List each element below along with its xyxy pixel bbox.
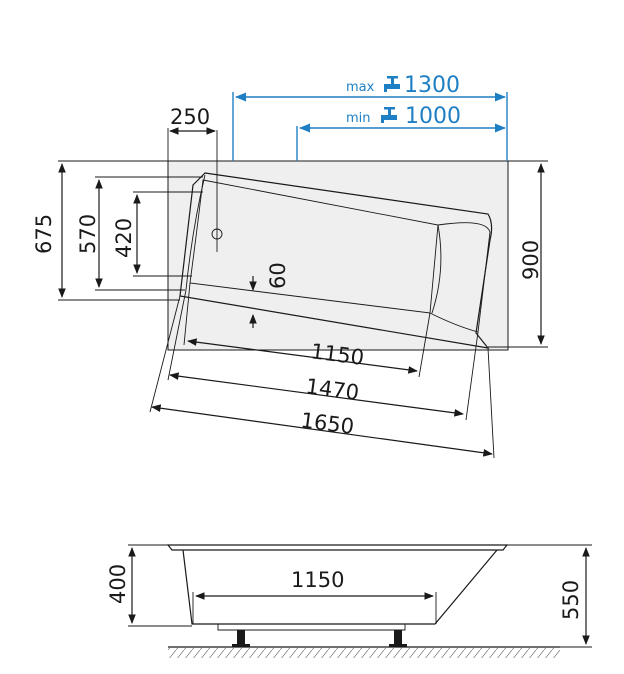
tub-outer-rim <box>179 172 493 349</box>
foot-pad-left <box>232 644 250 647</box>
ext-1650-right <box>487 347 495 459</box>
foot-pad-right <box>389 644 407 647</box>
tub-foot-right <box>394 630 402 644</box>
dim-400: 400 <box>106 564 130 604</box>
max-label: max <box>346 80 375 95</box>
ext-1150-left <box>183 282 191 346</box>
floor-hatch <box>168 648 560 658</box>
tub-head-rest <box>185 174 206 291</box>
dim-1650: 1650 <box>299 408 355 439</box>
ext-1150-right <box>418 312 431 378</box>
dim-570: 570 <box>76 214 100 254</box>
dim-1470: 1470 <box>304 374 360 405</box>
dim-line-1150-top <box>187 338 418 374</box>
ext-1470-left <box>167 289 187 381</box>
max-value: 1300 <box>404 73 460 98</box>
side-view: 400 1150 550 <box>106 544 592 658</box>
tub-head-end <box>429 222 491 333</box>
faucet-icon <box>381 107 397 123</box>
min-value: 1000 <box>405 104 461 129</box>
dim-900: 900 <box>519 240 543 280</box>
tub-base-frame <box>217 624 406 631</box>
tub-body-side <box>182 549 498 625</box>
faucet-icon <box>384 76 400 92</box>
tub-head-crease <box>431 224 442 314</box>
dim-420: 420 <box>112 218 136 258</box>
dim-line-1650 <box>151 404 493 457</box>
dim-60: 60 <box>266 262 290 289</box>
tub-rim-side <box>166 544 509 551</box>
top-view: max 1300 min 1000 250 675 570 4 <box>32 73 548 459</box>
dim-250: 250 <box>170 105 210 129</box>
tub-foot-left <box>237 630 245 644</box>
dim-1150-side: 1150 <box>291 568 344 592</box>
wall-panel <box>167 160 509 351</box>
min-label: min <box>346 111 371 126</box>
ext-1650-left <box>149 295 181 413</box>
tub-inner-basin <box>189 179 439 314</box>
dim-675: 675 <box>32 214 56 254</box>
dim-550: 550 <box>559 580 583 620</box>
